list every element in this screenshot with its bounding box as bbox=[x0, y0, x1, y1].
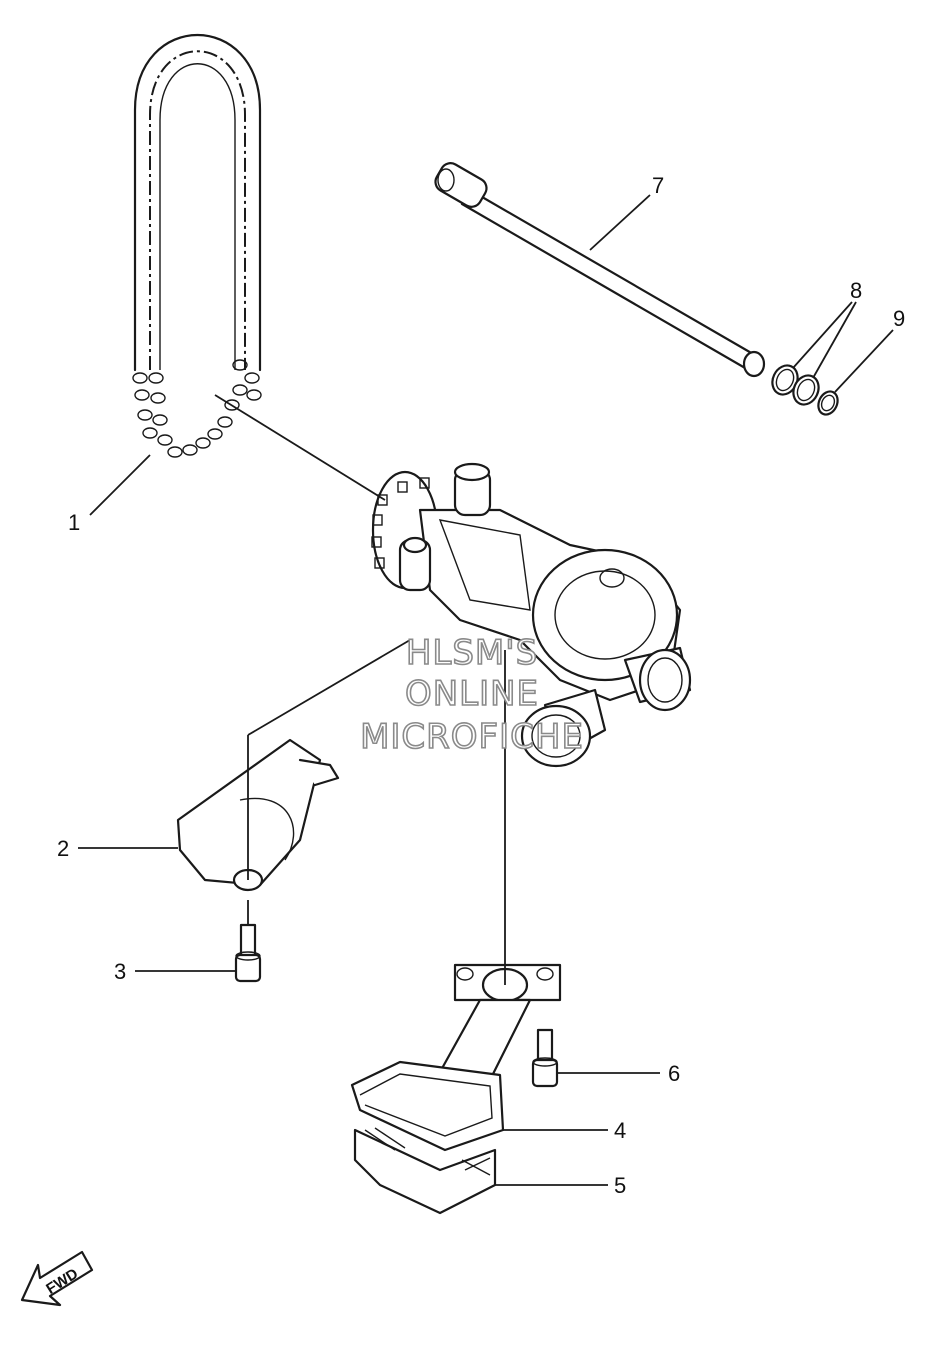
watermark-line-3: MICROFICHE bbox=[360, 717, 584, 757]
pump-shaft[interactable] bbox=[432, 160, 766, 378]
strainer-bolt[interactable] bbox=[531, 1028, 559, 1088]
callout-6[interactable]: 6 bbox=[668, 1061, 680, 1086]
callout-5[interactable]: 5 bbox=[614, 1173, 626, 1198]
callout-1[interactable]: 1 bbox=[68, 510, 80, 535]
oil-strainer[interactable] bbox=[350, 963, 562, 1215]
assembly-lines bbox=[214, 394, 506, 985]
watermark-line-2: ONLINE bbox=[405, 674, 539, 714]
callout-9[interactable]: 9 bbox=[893, 306, 905, 331]
watermark: HLSM'S ONLINE MICROFICHE bbox=[359, 632, 584, 758]
chain-guide[interactable] bbox=[176, 738, 340, 892]
o-rings[interactable] bbox=[768, 361, 841, 417]
drive-chain[interactable] bbox=[132, 34, 262, 458]
leader-lines bbox=[78, 194, 894, 1186]
callout-3[interactable]: 3 bbox=[114, 959, 126, 984]
guide-bolt[interactable] bbox=[234, 923, 262, 983]
oil-pump-assembly[interactable] bbox=[371, 462, 692, 768]
callout-2[interactable]: 2 bbox=[57, 836, 69, 861]
watermark-line-1: HLSM'S bbox=[406, 633, 538, 673]
callout-labels: 1 2 3 4 5 6 7 8 9 bbox=[57, 173, 905, 1198]
callout-4[interactable]: 4 bbox=[614, 1118, 626, 1143]
fwd-arrow-icon bbox=[20, 1250, 94, 1307]
forward-direction-indicator: FWD bbox=[20, 1250, 94, 1307]
callout-7[interactable]: 7 bbox=[652, 173, 664, 198]
callout-8[interactable]: 8 bbox=[850, 278, 862, 303]
